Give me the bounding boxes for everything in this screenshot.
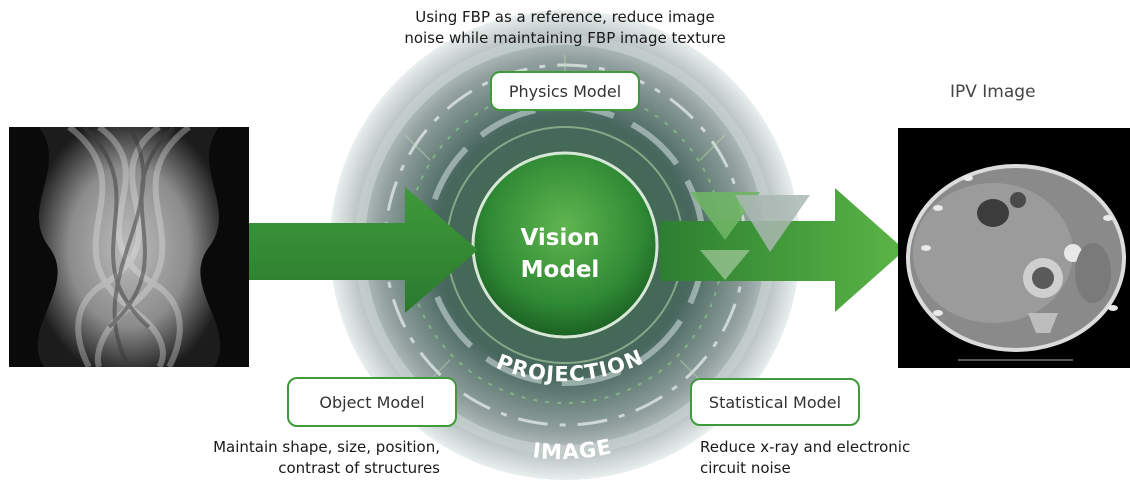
vision-model-line2: Model	[520, 257, 600, 283]
statistical-model-label: Statistical Model	[708, 392, 842, 412]
statistical-note-line1: Reduce x-ray and electronic	[700, 438, 911, 456]
top-note-line2: noise while maintaining FBP image textur…	[404, 29, 726, 47]
vision-model-line1: Vision	[520, 225, 600, 251]
statistical-model-note: Reduce x-ray and electronic circuit nois…	[700, 437, 1000, 479]
ipv-ct-image	[898, 128, 1130, 368]
physics-model-label: Physics Model	[508, 81, 622, 101]
vision-model-label: Vision Model	[470, 222, 650, 286]
physics-model-box: Physics Model	[490, 71, 640, 111]
projection-label: PROJECTION	[493, 345, 647, 386]
statistical-model-box: Statistical Model	[690, 378, 860, 426]
image-label: IMAGE	[531, 434, 614, 464]
output-image-label: IPV Image	[950, 82, 1036, 102]
sinogram-image	[9, 124, 249, 369]
top-note-line1: Using FBP as a reference, reduce image	[415, 8, 715, 26]
statistical-note-line2: circuit noise	[700, 459, 791, 477]
object-model-label: Object Model	[319, 392, 425, 412]
top-note: Using FBP as a reference, reduce image n…	[350, 7, 780, 49]
object-model-box: Object Model	[287, 377, 457, 427]
object-note-line1: Maintain shape, size, position,	[213, 438, 440, 456]
object-note-line2: contrast of structures	[278, 459, 440, 477]
object-model-note: Maintain shape, size, position, contrast…	[140, 437, 440, 479]
